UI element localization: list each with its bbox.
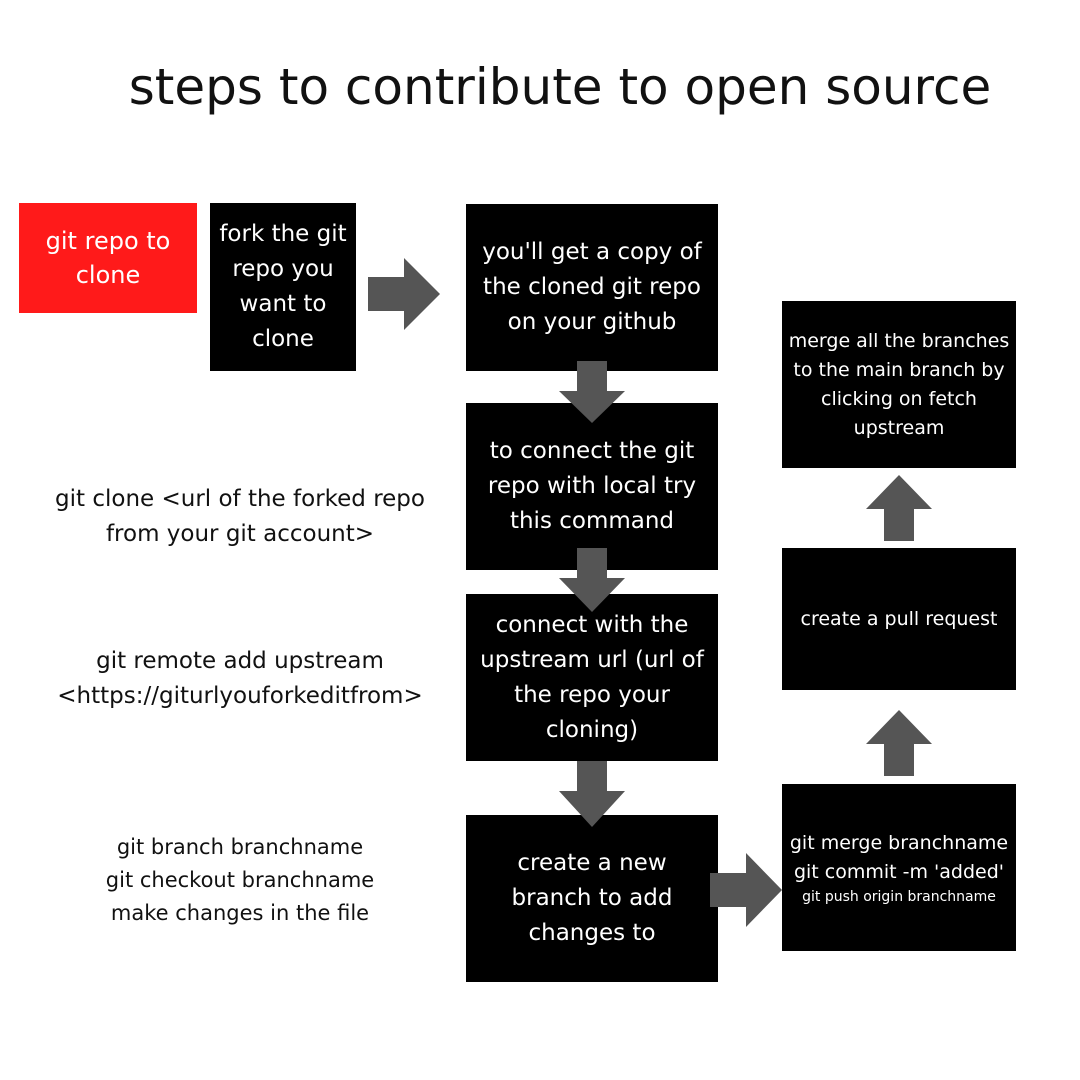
- connect-local-label: to connect the git repo with local try t…: [487, 438, 697, 534]
- remote-command-line-2: <https://giturlyouforkeditfrom>: [57, 683, 423, 709]
- arrow-right-branch-to-commit: [710, 853, 782, 927]
- clone-command-note: git clone <url of the forked repo from y…: [20, 482, 460, 552]
- diagram-title: steps to contribute to open source: [128, 58, 992, 116]
- copy-label: you'll get a copy of the cloned git repo…: [482, 239, 702, 335]
- new-branch-box: create a new branch to add changes to: [466, 815, 718, 982]
- commit-line-2: git commit -m 'added': [793, 860, 1005, 883]
- branch-command-line-2: git checkout branchname: [105, 868, 375, 892]
- branch-command-line-1: git branch branchname: [116, 835, 364, 859]
- arrow-right-fork-to-copy: [368, 258, 440, 330]
- branch-command-note: git branch branchname git checkout branc…: [20, 831, 460, 930]
- arrow-up-pull-request-to-merge: [866, 475, 932, 541]
- commit-box: git merge branchname git commit -m 'adde…: [782, 784, 1016, 951]
- new-branch-label: create a new branch to add changes to: [511, 850, 673, 946]
- start-box: git repo to clone: [19, 203, 197, 313]
- arrow-down-upstream-to-branch: [559, 761, 625, 827]
- merge-box: merge all the branches to the main branc…: [782, 301, 1016, 468]
- start-label: git repo to clone: [45, 227, 171, 289]
- fork-label: fork the git repo you want to clone: [219, 221, 347, 352]
- upstream-box: connect with the upstream url (url of th…: [466, 594, 718, 761]
- clone-command-line-1: git clone <url of the forked repo: [55, 486, 425, 512]
- commit-line-3: git push origin branchname: [802, 888, 996, 905]
- commit-line-1: git merge branchname: [789, 831, 1009, 854]
- clone-command-line-2: from your git account>: [105, 521, 375, 547]
- copy-box: you'll get a copy of the cloned git repo…: [466, 204, 718, 371]
- arrow-up-commit-to-pull-request: [866, 710, 932, 776]
- connect-local-box: to connect the git repo with local try t…: [466, 403, 718, 570]
- pull-request-box: create a pull request: [782, 548, 1016, 690]
- pull-request-label: create a pull request: [800, 608, 998, 630]
- remote-command-line-1: git remote add upstream: [96, 648, 384, 674]
- fork-box: fork the git repo you want to clone: [210, 203, 356, 371]
- merge-label: merge all the branches to the main branc…: [788, 329, 1010, 439]
- upstream-label: connect with the upstream url (url of th…: [480, 611, 704, 743]
- arrow-down-copy-to-connect: [559, 361, 625, 423]
- remote-command-note: git remote add upstream <https://giturly…: [20, 644, 460, 714]
- arrow-down-connect-to-upstream: [559, 548, 625, 612]
- branch-command-line-3: make changes in the file: [110, 901, 370, 925]
